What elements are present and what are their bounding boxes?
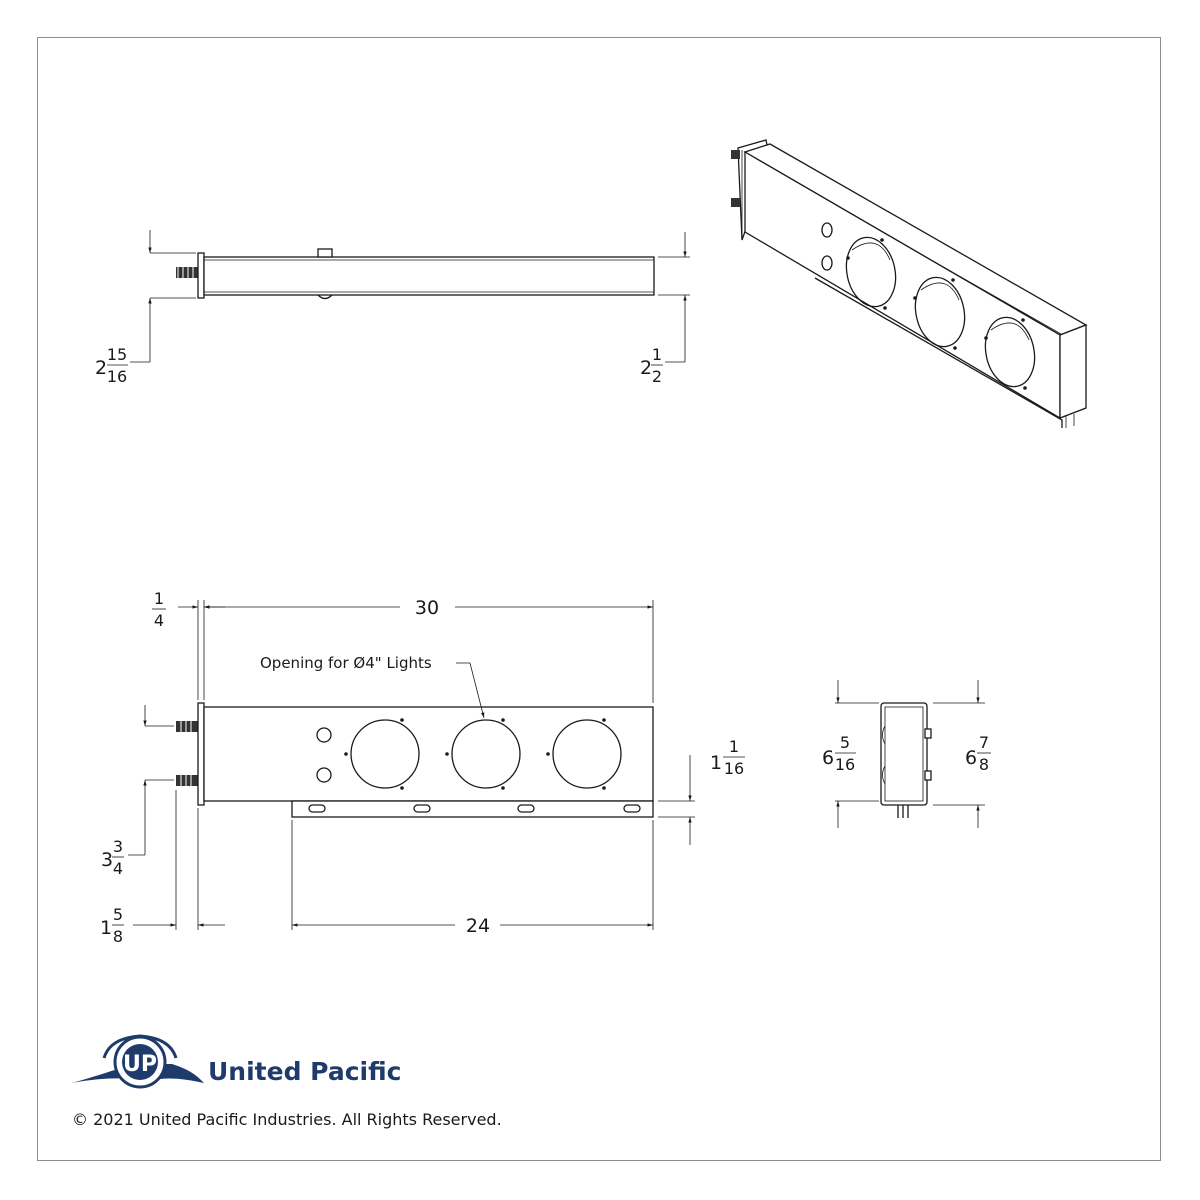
end-view <box>880 702 932 818</box>
dim-end-inner-whole: 6 <box>822 747 834 769</box>
front-view-dimensions: 30 1 4 Opening for Ø4" Lights 3 3 4 1 1 … <box>100 589 745 946</box>
dim-flange-num: 1 <box>154 589 164 608</box>
dim-end-outer-num: 7 <box>979 733 989 752</box>
dim-stud-length-den: 8 <box>113 927 123 946</box>
copyright-notice: © 2021 United Pacific Industries. All Ri… <box>72 1110 502 1129</box>
dim-stud-spacing-whole: 3 <box>101 849 113 871</box>
dim-bracket-drop-whole: 1 <box>710 752 722 774</box>
dim-bracket-drop-num: 1 <box>729 737 739 756</box>
dim-end-inner-den: 16 <box>835 755 855 774</box>
dim-stud-spacing-den: 4 <box>113 859 123 878</box>
dim-stud-length-num: 5 <box>113 905 123 924</box>
dim-stud-spacing-num: 3 <box>113 837 123 856</box>
dim-side-left-whole: 2 <box>95 357 107 379</box>
side-view <box>176 248 655 300</box>
dim-length: 30 <box>415 597 439 619</box>
side-view-dimensions: 2 15 16 2 1 2 <box>95 230 690 386</box>
isometric-view <box>731 139 1088 428</box>
dim-end-outer-whole: 6 <box>965 747 977 769</box>
dim-bracket-length: 24 <box>466 915 490 937</box>
dim-side-left-den: 16 <box>107 367 127 386</box>
dim-stud-length-whole: 1 <box>100 917 112 939</box>
dim-bracket-drop-den: 16 <box>724 759 744 778</box>
dim-end-inner-num: 5 <box>840 733 850 752</box>
brand-name: United Pacific <box>208 1057 402 1086</box>
dim-end-outer-den: 8 <box>979 755 989 774</box>
drawing-border <box>37 37 1161 1161</box>
front-view <box>176 702 654 818</box>
dim-side-left-num: 15 <box>107 345 127 364</box>
svg-text:UP: UP <box>123 1052 157 1077</box>
end-view-dimensions: 6 5 16 6 7 8 <box>822 680 991 828</box>
brand-logo: UP <box>72 1034 204 1089</box>
dim-flange-den: 4 <box>154 611 164 630</box>
dim-side-right-den: 2 <box>652 367 662 386</box>
callout-light-opening: Opening for Ø4" Lights <box>260 654 432 672</box>
dim-side-right-num: 1 <box>652 345 662 364</box>
dim-side-right-whole: 2 <box>640 357 652 379</box>
